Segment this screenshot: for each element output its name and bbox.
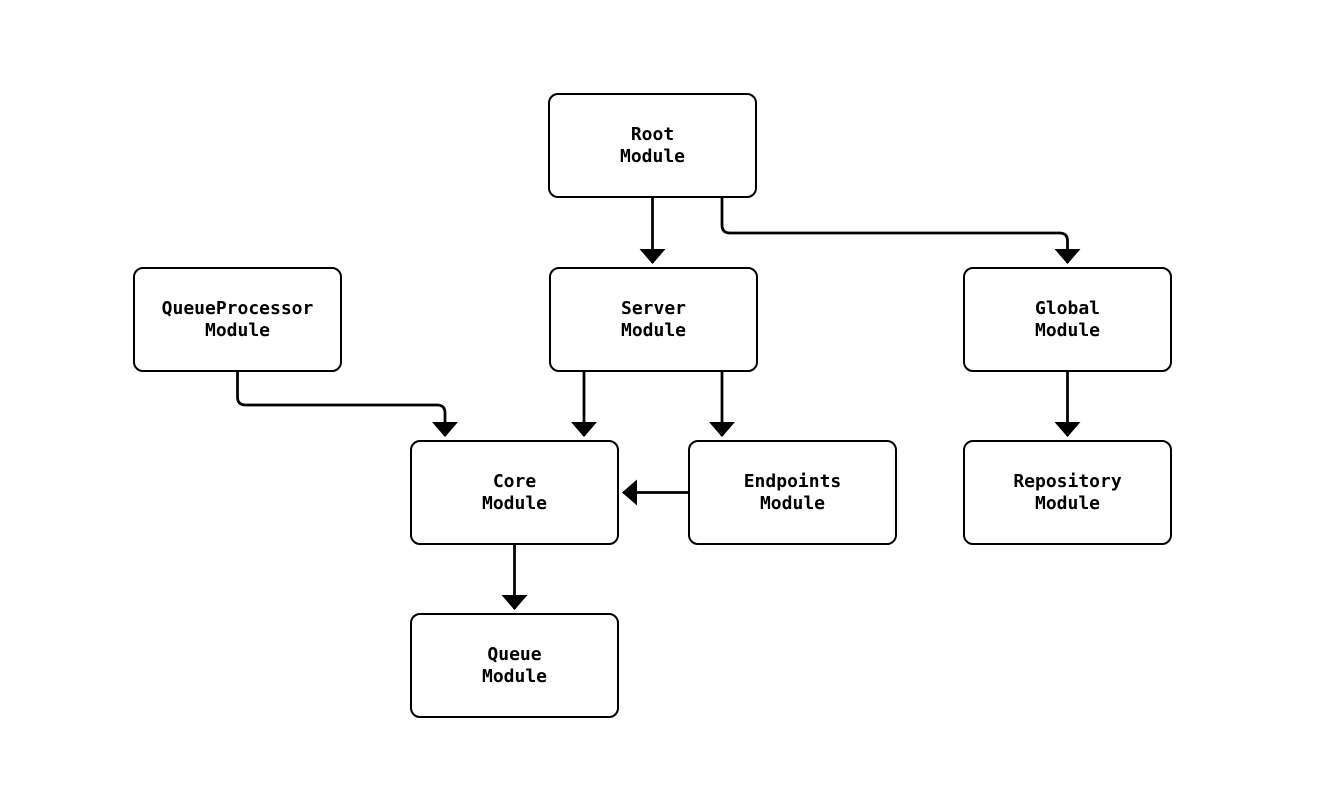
node-endpoints-module: Endpoints Module	[688, 440, 897, 545]
node-server-module: Server Module	[549, 267, 758, 372]
node-repository-module-label: Repository Module	[1013, 470, 1122, 514]
edge-queueprocessor-to-core	[236, 372, 458, 437]
node-queue-module-label: Queue Module	[481, 643, 548, 687]
node-repository-module: Repository Module	[963, 440, 1172, 545]
node-core-module: Core Module	[410, 440, 619, 545]
node-global-module: Global Module	[963, 267, 1172, 372]
node-global-module-label: Global Module	[1034, 297, 1101, 341]
node-queue-module: Queue Module	[410, 613, 619, 718]
node-queueprocessor-module-label: QueueProcessor Module	[161, 297, 314, 341]
node-endpoints-module-label: Endpoints Module	[743, 470, 842, 514]
node-queueprocessor-module: QueueProcessor Module	[133, 267, 342, 372]
node-root-module-label: Root Module	[619, 123, 686, 167]
node-server-module-label: Server Module	[620, 297, 687, 341]
edge-root-to-global	[720, 198, 1081, 264]
node-root-module: Root Module	[548, 93, 757, 198]
node-core-module-label: Core Module	[481, 470, 548, 514]
